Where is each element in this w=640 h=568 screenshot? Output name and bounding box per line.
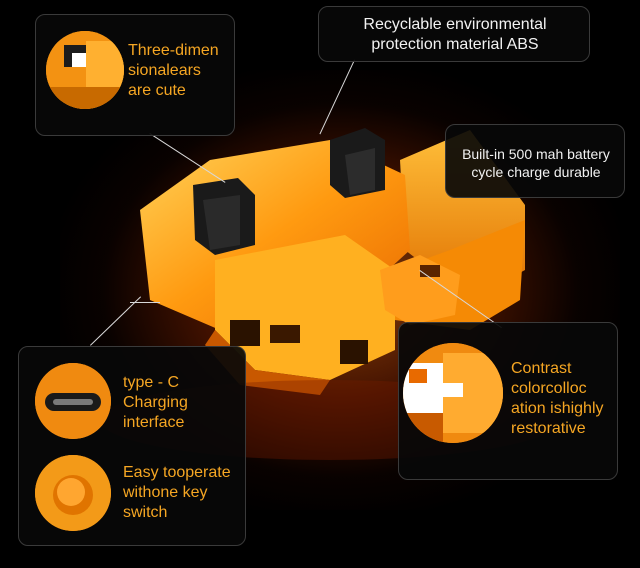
charging-line-1: type - C: [123, 374, 180, 391]
callout-battery: Built-in 500 mah battery cycle charge du…: [445, 124, 625, 198]
contrast-line-4: restorative: [511, 420, 586, 437]
power-button-icon: [35, 455, 111, 531]
ear-block-icon: [46, 31, 124, 109]
contrast-line-1: Contrast: [511, 360, 572, 377]
contrast-thumbnail: [403, 343, 503, 443]
material-line-2: protection material ABS: [371, 36, 539, 53]
callout-material: Recyclable environmental protection mate…: [318, 6, 590, 62]
callout-contrast: Contrast colorcolloc ation ishighly rest…: [398, 322, 618, 480]
switch-thumbnail: [35, 455, 111, 531]
contrast-line-3: ation ishighly: [511, 400, 604, 417]
battery-line-2: cycle charge durable: [471, 164, 601, 180]
usb-c-port-icon: [35, 363, 111, 439]
callout-ears: Three-dimen sionalears are cute: [35, 14, 235, 136]
switch-line-1: Easy tooperate: [123, 464, 231, 481]
switch-line-3: switch: [123, 504, 168, 521]
switch-line-2: withone key: [123, 484, 208, 501]
charging-line-3: interface: [123, 414, 185, 431]
connector-line-charging-h: [130, 302, 160, 303]
charging-line-2: Charging: [123, 394, 188, 411]
tail-block-icon: [403, 343, 503, 443]
ears-line-2: sionalears: [128, 62, 201, 79]
ears-thumbnail: [46, 31, 124, 109]
material-line-1: Recyclable environmental: [363, 16, 547, 33]
battery-line-1: Built-in 500 mah battery: [462, 146, 610, 162]
ears-line-1: Three-dimen: [128, 42, 219, 59]
contrast-line-2: colorcolloc: [511, 380, 587, 397]
type-c-thumbnail: [35, 363, 111, 439]
callout-charging-switch: type - C Charging interface Easy toopera…: [18, 346, 246, 546]
ears-line-3: are cute: [128, 82, 186, 99]
